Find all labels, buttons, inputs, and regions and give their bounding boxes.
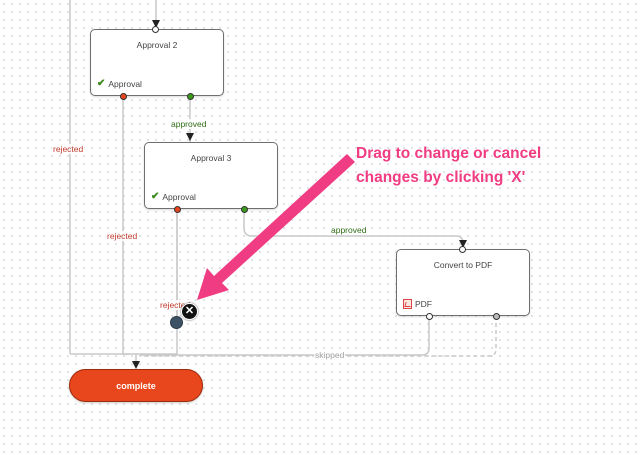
output-port[interactable] — [426, 313, 433, 320]
node-convert-to-pdf[interactable]: Convert to PDF PDF — [396, 249, 530, 316]
annotation-text: Drag to change or cancel changes by clic… — [356, 145, 542, 186]
connector-approval3-rejected — [136, 209, 178, 355]
node-approval-2[interactable]: Approval 2 ✔ Approval — [90, 29, 224, 96]
connector-pdf-to-complete — [140, 316, 430, 356]
arrowhead-approval3 — [186, 133, 194, 141]
node-title: Convert to PDF — [433, 260, 493, 270]
connection-label-rejected[interactable]: rejected — [52, 144, 85, 154]
node-type: PDF — [403, 299, 432, 309]
node-approval-3[interactable]: Approval 3 ✔ Approval — [144, 142, 278, 209]
cancel-connection-button[interactable]: ✕ — [181, 303, 198, 320]
pdf-icon — [403, 299, 412, 309]
approved-port[interactable] — [241, 206, 248, 213]
approved-port[interactable] — [187, 93, 194, 100]
input-port[interactable] — [459, 246, 466, 253]
arrowhead-convert-pdf — [459, 240, 467, 248]
node-complete[interactable]: complete — [69, 369, 203, 402]
connection-label-rejected[interactable]: rejected — [106, 231, 139, 241]
node-type: ✔ Approval — [151, 191, 196, 203]
check-icon: ✔ — [151, 191, 160, 202]
annotation-arrow — [197, 154, 355, 300]
node-title: Approval 2 — [136, 40, 178, 50]
node-type-label: PDF — [415, 299, 432, 309]
connection-label-skipped[interactable]: skipped — [314, 350, 346, 360]
node-type-label: Approval — [162, 192, 196, 202]
node-title: complete — [116, 380, 156, 391]
rejected-port[interactable] — [120, 93, 127, 100]
connector-pdf-skipped — [140, 316, 497, 357]
connector-approval2-rejected — [122, 96, 130, 355]
node-type-label: Approval — [108, 79, 142, 89]
connection-label-approved[interactable]: approved — [170, 119, 208, 129]
arrowhead-approval2 — [152, 20, 160, 28]
connection-label-rejected[interactable]: rejected — [159, 300, 192, 310]
input-port[interactable] — [152, 26, 159, 33]
arrowhead-complete — [132, 361, 140, 369]
connection-label-approved[interactable]: approved — [330, 225, 368, 235]
drag-handle[interactable] — [170, 316, 183, 329]
close-icon: ✕ — [184, 305, 195, 317]
node-type: ✔ Approval — [97, 78, 142, 90]
skipped-port[interactable] — [493, 313, 500, 320]
rejected-port[interactable] — [174, 206, 181, 213]
node-title: Approval 3 — [190, 153, 232, 163]
check-icon: ✔ — [97, 78, 106, 89]
